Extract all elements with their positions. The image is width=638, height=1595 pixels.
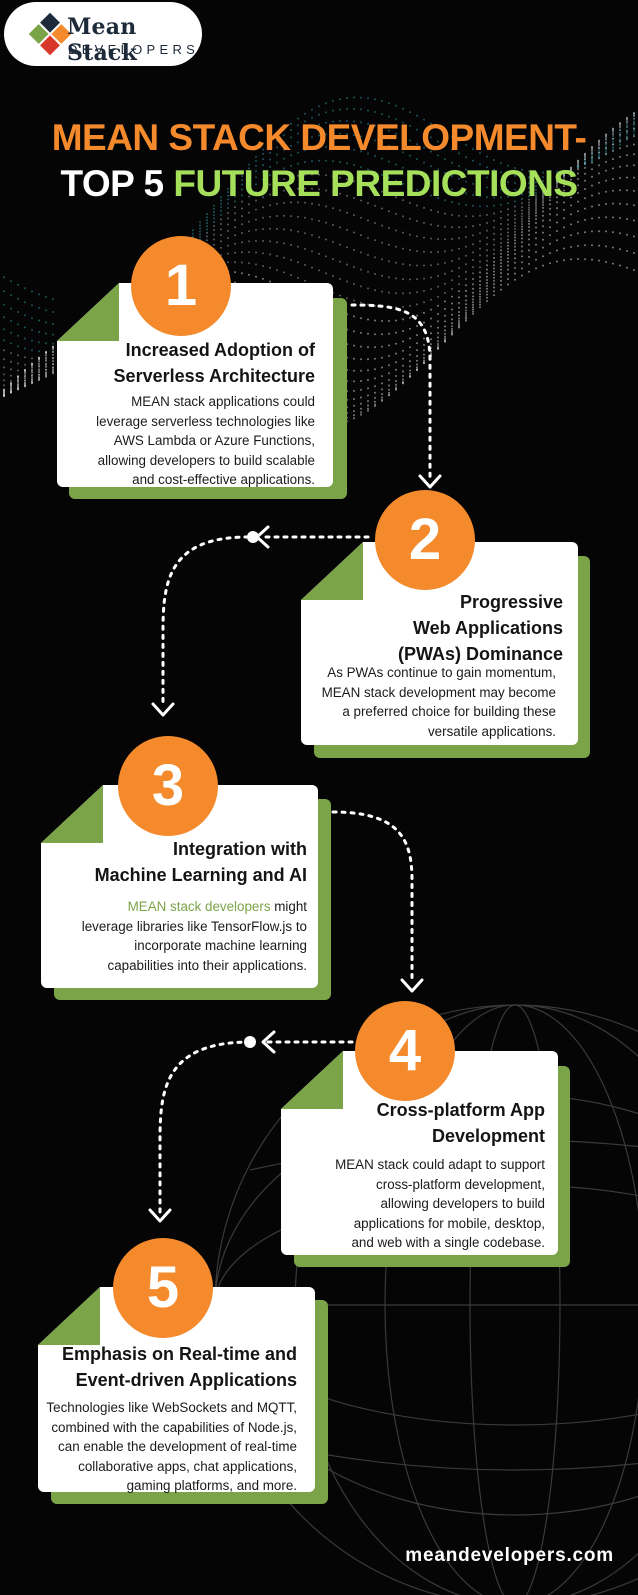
card-4-text-line: allowing developers to build bbox=[380, 1196, 545, 1211]
website-url[interactable]: meandevelopers.com bbox=[405, 1545, 614, 1566]
headline-line-1: MEAN STACK DEVELOPMENT- bbox=[51, 117, 587, 158]
card-1-title: Increased Adoption of Serverless Archite… bbox=[70, 337, 315, 389]
headline-top5: TOP 5 bbox=[60, 163, 164, 204]
card-3-title-line: Machine Learning and AI bbox=[94, 865, 307, 885]
card-2-text-line: versatile applications. bbox=[427, 723, 556, 739]
card-1-text: MEAN stack applications could leverage s… bbox=[70, 392, 315, 490]
card-2-title: Progressive Web Applications (PWAs) Domi… bbox=[320, 589, 563, 667]
number-badge-5: 5 bbox=[113, 1238, 213, 1338]
card-2-text: As PWAs continue to gain momentum, MEAN … bbox=[300, 663, 556, 741]
card-3-text-line: incorporate machine learning bbox=[134, 938, 307, 953]
card-2-title-line: Progressive bbox=[459, 592, 563, 612]
number-badge-2: 2 bbox=[375, 490, 475, 590]
card-1-title-line: Serverless Architecture bbox=[113, 366, 315, 386]
card-2-text-line: As PWAs continue to gain momentum, bbox=[327, 665, 556, 680]
arrow-heads bbox=[148, 474, 442, 1223]
card-5-text: Technologies like WebSockets and MQTT, c… bbox=[44, 1398, 297, 1496]
card-5-text-line: collaborative apps, chat applications, bbox=[78, 1458, 297, 1474]
card-1-text-line: AWS Lambda or Azure Functions, bbox=[113, 433, 315, 448]
card-3-text-line: capabilities into their applications. bbox=[107, 957, 308, 973]
card-1-text-line: MEAN stack applications could bbox=[131, 394, 315, 409]
card-3-title-line: Integration with bbox=[173, 839, 307, 859]
card-3-title: Integration with Machine Learning and AI bbox=[56, 836, 307, 888]
card-1-text-line: allowing developers to build scalable bbox=[97, 452, 315, 468]
headline-future-predictions: FUTURE PREDICTIONS bbox=[173, 163, 578, 204]
number-badge-3: 3 bbox=[118, 736, 218, 836]
connector-dot bbox=[244, 1036, 256, 1048]
card-2-title-line: Web Applications bbox=[412, 618, 563, 638]
card-5-text-line: combined with the capabilities of Node.j… bbox=[51, 1419, 297, 1435]
card-3-text-line: leverage libraries like TensorFlow.js to bbox=[81, 918, 307, 934]
card-5-title-line: Event-driven Applications bbox=[75, 1370, 297, 1390]
card-4-title: Cross-platform App Development bbox=[300, 1097, 545, 1149]
mean-stack-developers-link-text: MEAN stack developers bbox=[127, 899, 271, 914]
brand-name: Mean Stack bbox=[67, 14, 137, 66]
card-5-fold bbox=[38, 1287, 100, 1345]
card-5-text-line: can enable the development of real-time bbox=[58, 1439, 297, 1454]
card-4-text: MEAN stack could adapt to support cross-… bbox=[300, 1155, 545, 1253]
card-1-text-line: leverage serverless technologies like bbox=[96, 413, 315, 429]
card-2-title-line: (PWAs) Dominance bbox=[397, 644, 563, 664]
card-5-text-line: Technologies like WebSockets and MQTT, bbox=[46, 1400, 297, 1415]
card-2-text-line: a preferred choice for building these bbox=[342, 704, 556, 719]
card-4-text-line: applications for mobile, desktop, bbox=[353, 1215, 545, 1231]
card-1-fold bbox=[57, 283, 119, 341]
card-2-fold bbox=[301, 542, 363, 600]
headline-line-2: TOP 5 FUTURE PREDICTIONS bbox=[0, 162, 638, 206]
card-5-text-line: gaming platforms, and more. bbox=[126, 1478, 297, 1493]
logo-diamond-icon bbox=[28, 12, 72, 56]
connector-arrows bbox=[158, 303, 432, 1214]
number-badge-1: 1 bbox=[131, 236, 231, 336]
brand-logo: Mean Stack DEVELOPERS bbox=[4, 2, 202, 66]
card-4-text-line: and web with a single codebase. bbox=[351, 1235, 545, 1250]
card-3-fold bbox=[41, 785, 103, 843]
card-4-text-line: cross-platform development, bbox=[376, 1176, 545, 1192]
connector-dot bbox=[247, 531, 259, 543]
card-3-text-line: MEAN stack developers might bbox=[56, 897, 307, 917]
card-5-title-line: Emphasis on Real-time and bbox=[61, 1344, 297, 1364]
card-4-fold bbox=[281, 1051, 343, 1109]
brand-subtitle: DEVELOPERS bbox=[68, 42, 200, 57]
card-2-text-line: MEAN stack development may become bbox=[321, 684, 556, 700]
card-3-text: MEAN stack developers might leverage lib… bbox=[56, 897, 307, 975]
card-1-text-line: and cost-effective applications. bbox=[132, 472, 315, 487]
card-3-text-rest: might bbox=[270, 899, 307, 914]
card-4-text-line: MEAN stack could adapt to support bbox=[335, 1157, 545, 1172]
card-4-title-line: Cross-platform App bbox=[376, 1100, 545, 1120]
card-4-title-line: Development bbox=[431, 1126, 545, 1146]
card-5-title: Emphasis on Real-time and Event-driven A… bbox=[44, 1341, 297, 1393]
number-badge-4: 4 bbox=[355, 1001, 455, 1101]
card-1-title-line: Increased Adoption of bbox=[125, 340, 315, 360]
